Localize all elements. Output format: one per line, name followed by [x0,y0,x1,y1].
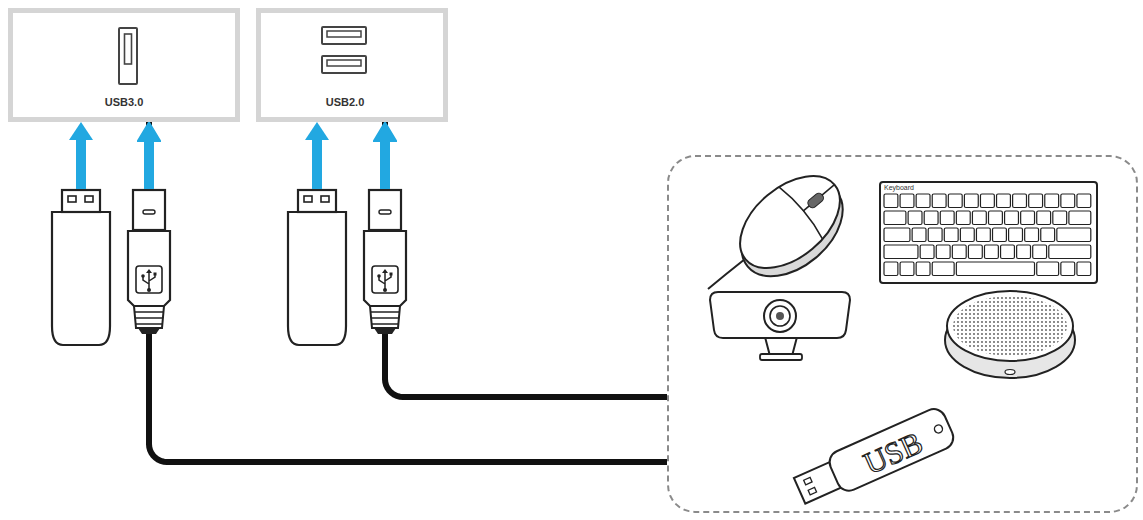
usb3-plug-set [52,122,170,345]
keyboard-key [1001,245,1015,259]
keyboard-key [1053,211,1067,225]
flash-drive-illustration-part [933,424,944,435]
keyboard-key [1017,245,1031,259]
keyboard-key [1061,194,1075,208]
keyboard-key [1061,262,1075,276]
keyboard-key [1025,228,1039,242]
keyboard-key [900,262,914,276]
keyboard-key [916,194,930,208]
flash-drive-illustration-part [804,477,812,484]
keyboard-key [928,228,942,242]
usb2-port-icon-part [322,27,366,44]
keyboard-key [936,245,950,259]
keyboard-key [1041,228,1055,242]
usb3-port-icon [119,28,137,84]
keyboard-key [916,262,930,276]
keyboard-key [924,211,938,225]
keyboard-key [932,194,946,208]
keyboard-key [968,245,982,259]
keyboard-key [989,211,1003,225]
keyboard-key [948,194,962,208]
keyboard-key [884,194,898,208]
speakerphone-illustration-part [953,296,1067,356]
usb-cable [149,122,667,462]
keyboard-key [993,228,1007,242]
mouse-illustration-part-part [723,158,857,286]
keyboard-illustration [880,182,1097,283]
keyboard-key [1005,211,1019,225]
keyboard-key [1013,194,1027,208]
keyboard-illustration-part [880,182,1097,283]
usb2-port-icon-part [322,56,366,73]
webcam-illustration-part [710,292,850,338]
webcam-illustration-part [776,312,784,320]
keyboard-key [1069,211,1091,225]
usb2-port-icon-part [327,60,361,66]
keyboard-key [940,211,954,225]
mouse-illustration-part-part [806,192,825,210]
keyboard-key [1037,211,1051,225]
webcam-illustration [710,292,850,360]
keyboard-key [908,211,922,225]
keyboard-key [980,194,994,208]
port-label: USB3.0 [105,97,144,108]
keyboard-key [1009,228,1023,242]
keyboard-key [1021,211,1035,225]
usb-cable [385,122,667,397]
keyboard-key [1077,194,1091,208]
speakerphone-illustration [945,291,1075,378]
keyboard-key [884,211,906,225]
usb2-port-icon [322,27,366,73]
keyboard-key [920,245,934,259]
keyboard-key [1077,262,1091,276]
keyboard-key [976,228,990,242]
flash-drive-illustration-part [826,405,957,494]
mouse-illustration-part [708,259,745,289]
keyboard-key [1057,228,1091,242]
flash-drive-illustration [791,405,957,510]
keyboard-key [972,211,986,225]
keyboard-key [1037,262,1059,276]
usb2-port-icon-part [327,31,361,37]
keyboard-key [884,245,918,259]
keyboard-key [1029,194,1043,208]
keyboard-key [884,228,910,242]
keyboard-key [932,262,954,276]
keyboard-key [912,228,926,242]
keyboard-key [984,245,998,259]
keyboard-key [964,194,978,208]
keyboard-key [944,228,958,242]
mouse-illustration-part [721,158,863,295]
keyboard-key [956,262,1034,276]
keyboard-key [960,228,974,242]
keyboard-key [1049,245,1091,259]
speakerphone-illustration-part [1005,370,1015,375]
keyboard-keys [884,194,1091,276]
keyboard-key [1033,245,1047,259]
usb3-port-icon-part [125,34,132,64]
port-label: USB2.0 [326,97,365,108]
keyboard-key [952,245,966,259]
mouse-illustration [708,158,863,295]
flash-drive-illustration-part [808,487,816,494]
webcam-illustration-part [770,306,790,326]
mouse-illustration-part-part [803,185,834,211]
mouse-illustration-part-part [779,185,825,239]
webcam-illustration-part [764,300,796,332]
usb2-plug-set [288,122,406,345]
keyboard-key [1045,194,1059,208]
keyboard-key [997,194,1011,208]
speakerphone-illustration-part [947,291,1073,361]
usb3-port-icon-part [119,28,137,84]
keyboard-key [900,194,914,208]
keyboard-key [956,211,970,225]
keyboard-key [884,262,898,276]
webcam-illustration-part [760,354,802,360]
